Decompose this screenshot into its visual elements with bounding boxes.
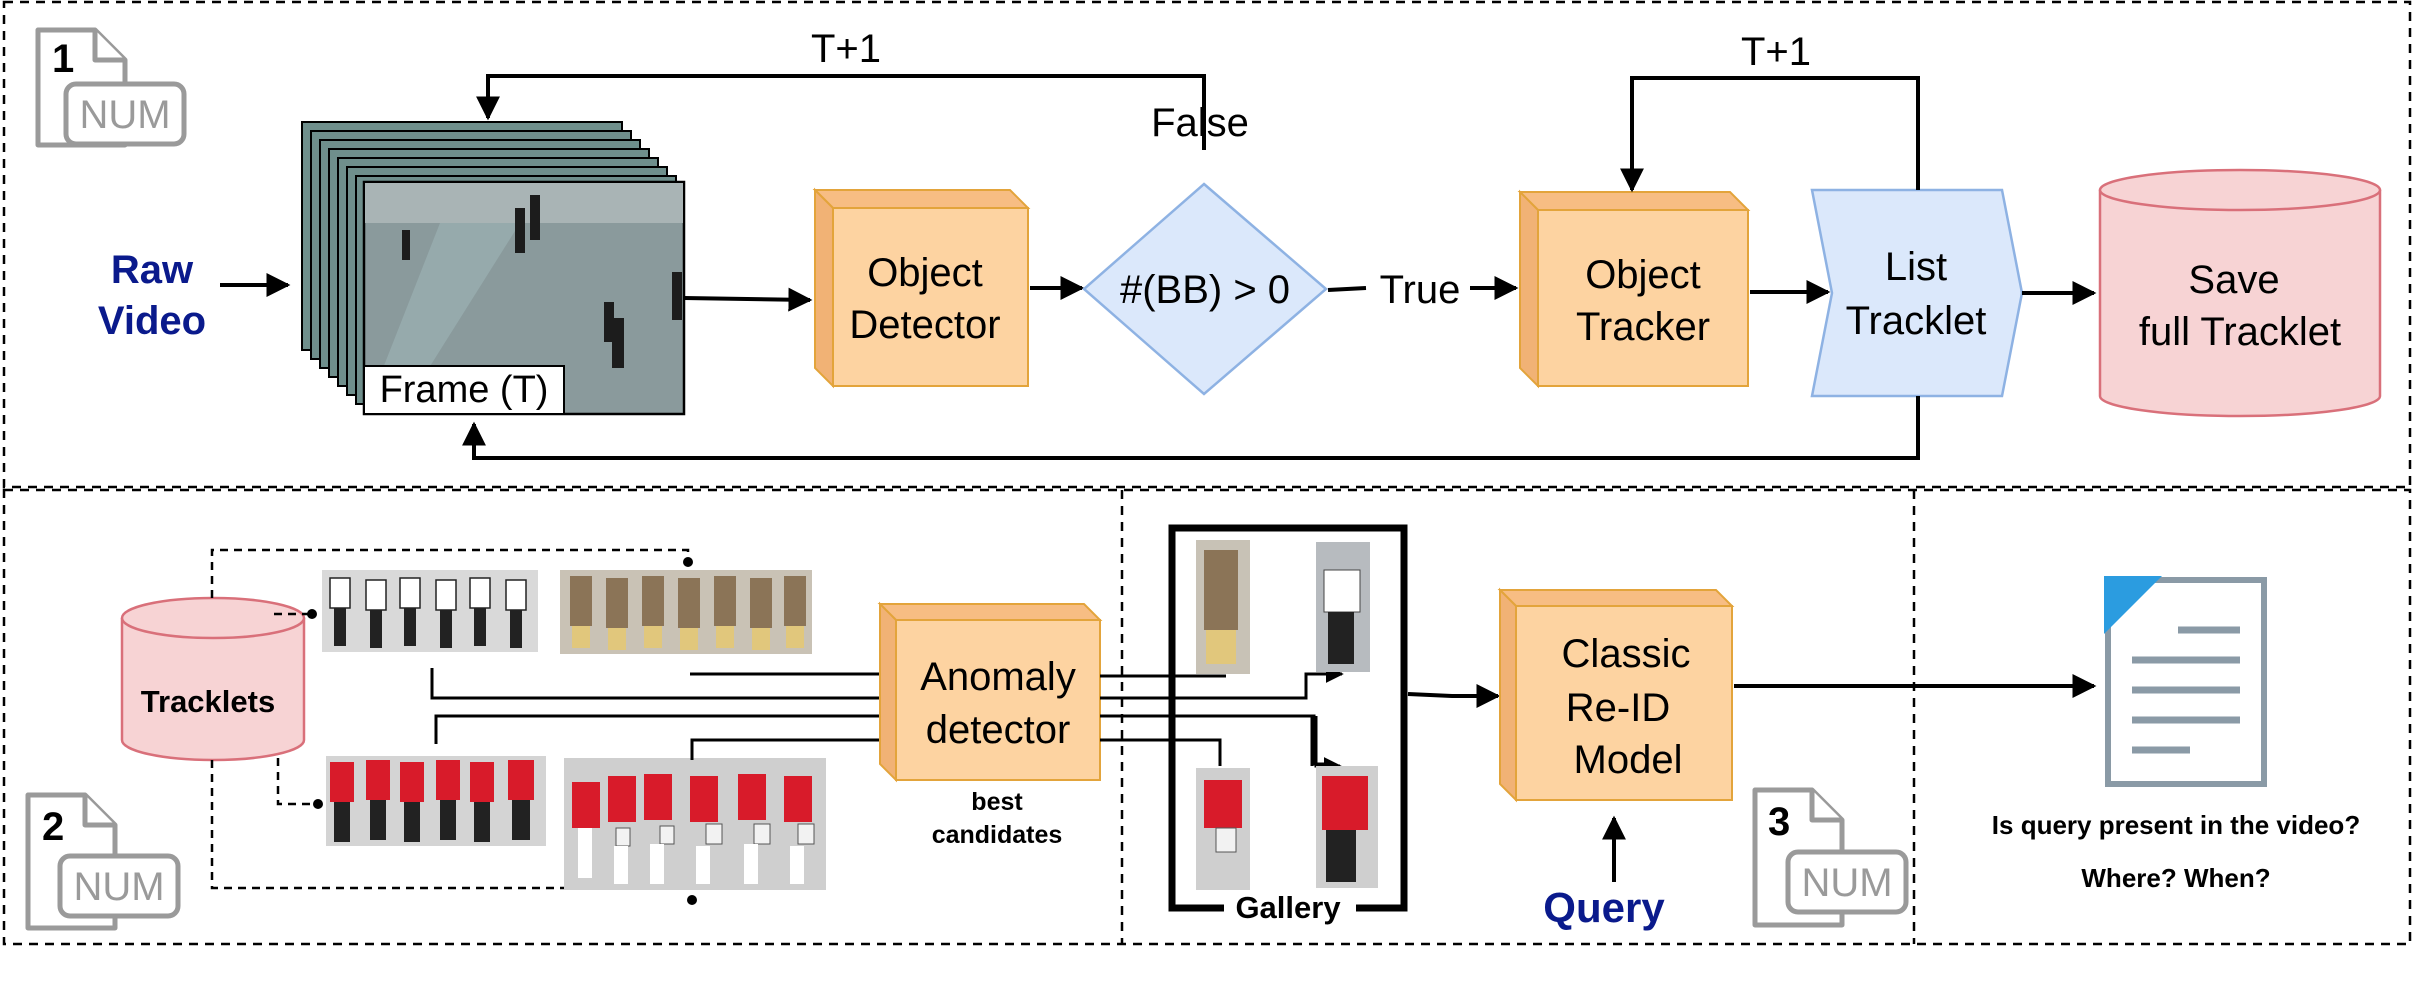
- svg-text:Save: Save: [2188, 258, 2279, 302]
- document-icon: [25, 792, 181, 931]
- line-decision-to-true: [1327, 286, 1367, 292]
- anomaly-detector-box: Anomaly detector: [877, 601, 1103, 783]
- svg-text:Object: Object: [1585, 253, 1701, 297]
- gallery-label: Gallery: [1235, 890, 1341, 925]
- svg-text:Re-ID: Re-ID: [1566, 686, 1670, 730]
- loop-label-right: T+1: [1741, 30, 1811, 74]
- section-2-badge: 2 NUM: [25, 792, 181, 931]
- svg-text:detector: detector: [926, 708, 1071, 752]
- badge-number: 3: [1768, 800, 1790, 844]
- svg-text:List: List: [1885, 245, 1947, 289]
- loop-list-to-frames: [462, 396, 1920, 460]
- object-tracker-box: Object Tracker: [1517, 189, 1751, 389]
- frame-image: Frame (T): [362, 180, 686, 416]
- svg-text:#(BB) > 0: #(BB) > 0: [1120, 268, 1290, 312]
- section-3-badge: 3 NUM: [1752, 787, 1909, 928]
- false-label: False: [1151, 101, 1249, 145]
- arrow-frames-to-detector: [683, 287, 813, 312]
- tracklet-strip-white: [322, 570, 538, 652]
- tracklet-strip-red-1: [326, 756, 546, 846]
- document-icon: [1752, 787, 1909, 928]
- frame-label: Frame (T): [380, 369, 549, 411]
- save-tracklet-cylinder: Save full Tracklet: [2098, 168, 2382, 418]
- badge-number: 2: [42, 805, 64, 849]
- query-label: Query: [1543, 884, 1665, 931]
- tracklet-strip-red-2: [564, 758, 826, 890]
- true-label: True: [1380, 268, 1461, 312]
- badge-label: NUM: [79, 93, 170, 137]
- svg-text:Model: Model: [1574, 738, 1683, 782]
- tracklet-strip-brown: [560, 570, 812, 654]
- connector-dots: [307, 557, 697, 905]
- svg-text:Tracklets: Tracklets: [141, 684, 275, 719]
- best-candidates-line2: candidates: [932, 821, 1063, 849]
- result-document-icon: [2104, 576, 2267, 787]
- svg-text:Detector: Detector: [849, 303, 1000, 347]
- tracklets-to-anomaly-lines: [430, 668, 880, 760]
- badge-label: NUM: [1801, 861, 1892, 905]
- anomaly-to-gallery-lines: [1100, 665, 1344, 775]
- raw-video-label: Raw Video: [98, 248, 206, 343]
- tracklet-connectors: [210, 548, 694, 900]
- svg-text:Video: Video: [98, 299, 206, 343]
- svg-text:Tracklet: Tracklet: [1846, 299, 1987, 343]
- object-detector-box: Object Detector: [812, 187, 1031, 389]
- svg-text:Classic: Classic: [1562, 632, 1691, 676]
- video-frames-stack: Frame (T): [301, 121, 686, 416]
- loop-false-to-frames: [476, 74, 1206, 150]
- gallery-images: [1196, 540, 1378, 890]
- tracklets-cylinder: Tracklets: [120, 596, 306, 762]
- svg-text:Object: Object: [867, 251, 983, 295]
- arrow-gallery-to-reid: [1407, 684, 1501, 708]
- classic-reid-box: Classic Re-ID Model: [1497, 587, 1735, 803]
- svg-text:Raw: Raw: [111, 248, 194, 292]
- list-tracklet-shape: List Tracklet: [1810, 188, 2024, 398]
- badge-label: NUM: [73, 865, 164, 909]
- best-candidates-line1: best: [971, 788, 1023, 816]
- svg-text:full Tracklet: full Tracklet: [2139, 310, 2341, 354]
- loop-label-left: T+1: [811, 27, 881, 71]
- document-icon: [35, 27, 187, 148]
- loop-list-to-tracker: [1620, 76, 1920, 193]
- result-question-1: Is query present in the video?: [1992, 810, 2360, 840]
- svg-text:Tracker: Tracker: [1576, 305, 1710, 349]
- decision-diamond: #(BB) > 0: [1082, 182, 1328, 396]
- badge-number: 1: [52, 37, 74, 81]
- result-question-2: Where? When?: [2081, 863, 2270, 893]
- gallery-frame: Gallery: [1168, 524, 1408, 928]
- svg-text:Anomaly: Anomaly: [920, 655, 1076, 699]
- section-1-badge: 1 NUM: [35, 27, 187, 148]
